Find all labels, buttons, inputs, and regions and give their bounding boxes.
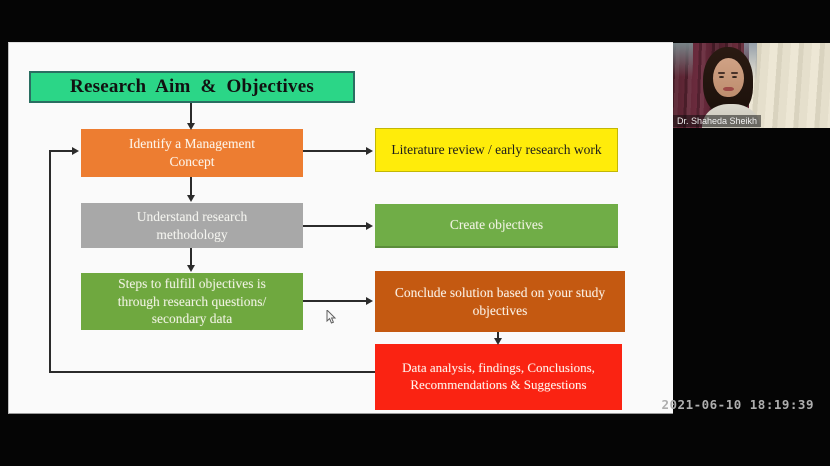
webcam-background-corner: [673, 43, 693, 77]
mouse-cursor-icon: [326, 310, 337, 324]
presenter-eye-left: [719, 76, 724, 78]
arrow-steps-to-conclude-head: [366, 297, 373, 305]
arrow-understand-to-steps-line: [190, 248, 192, 267]
arrow-identify-to-understand-head: [187, 195, 195, 202]
flow-node-data-analysis: Data analysis, findings, Conclusions, Re…: [375, 344, 622, 410]
arrow-identify-to-literature-head: [366, 147, 373, 155]
webcam-tile[interactable]: Dr. Shaheda Sheikh: [673, 43, 830, 128]
arrow-conclude-to-data-head: [494, 338, 502, 345]
feedback-loop-bottom-line: [49, 371, 375, 373]
flow-node-create-objectives: Create objectives: [375, 204, 618, 248]
flow-node-literature-review: Literature review / early research work: [375, 128, 618, 172]
feedback-loop-top-line: [49, 150, 73, 152]
webcam-background-curtain-right: [749, 43, 830, 128]
flow-node-identify-management-concept: Identify a Management Concept: [81, 129, 303, 177]
feedback-loop-left-line: [49, 150, 51, 373]
presenter-face: [713, 58, 744, 97]
arrow-identify-to-understand-line: [190, 177, 192, 197]
flow-node-conclude-solution: Conclude solution based on your study ob…: [375, 271, 625, 332]
feedback-loop-arrow-head: [72, 147, 79, 155]
presenter-lips: [723, 87, 734, 91]
arrow-identify-to-literature-line: [303, 150, 367, 152]
participant-name-label: Dr. Shaheda Sheikh: [673, 115, 762, 127]
recording-timestamp: 2021-06-10 18:19:39: [661, 397, 814, 412]
flow-node-steps-to-fulfill: Steps to fulfill objectives is through r…: [81, 273, 303, 330]
arrow-understand-to-create-head: [366, 222, 373, 230]
shared-slide: Research Aim & Objectives Identify a Man…: [8, 42, 673, 414]
presenter-brow-right: [731, 72, 738, 74]
arrow-conclude-to-data-line: [497, 332, 499, 341]
slide-title-box: Research Aim & Objectives: [29, 71, 355, 103]
arrow-title-to-identify-line: [190, 103, 192, 125]
arrow-understand-to-steps-head: [187, 265, 195, 272]
flow-node-understand-methodology: Understand research methodology: [81, 203, 303, 248]
arrow-title-to-identify-head: [187, 123, 195, 130]
slide-title: Research Aim & Objectives: [70, 76, 314, 97]
presenter-eye-right: [732, 76, 737, 78]
arrow-steps-to-conclude-line: [303, 300, 367, 302]
arrow-understand-to-create-line: [303, 225, 367, 227]
presenter-brow-left: [718, 72, 725, 74]
